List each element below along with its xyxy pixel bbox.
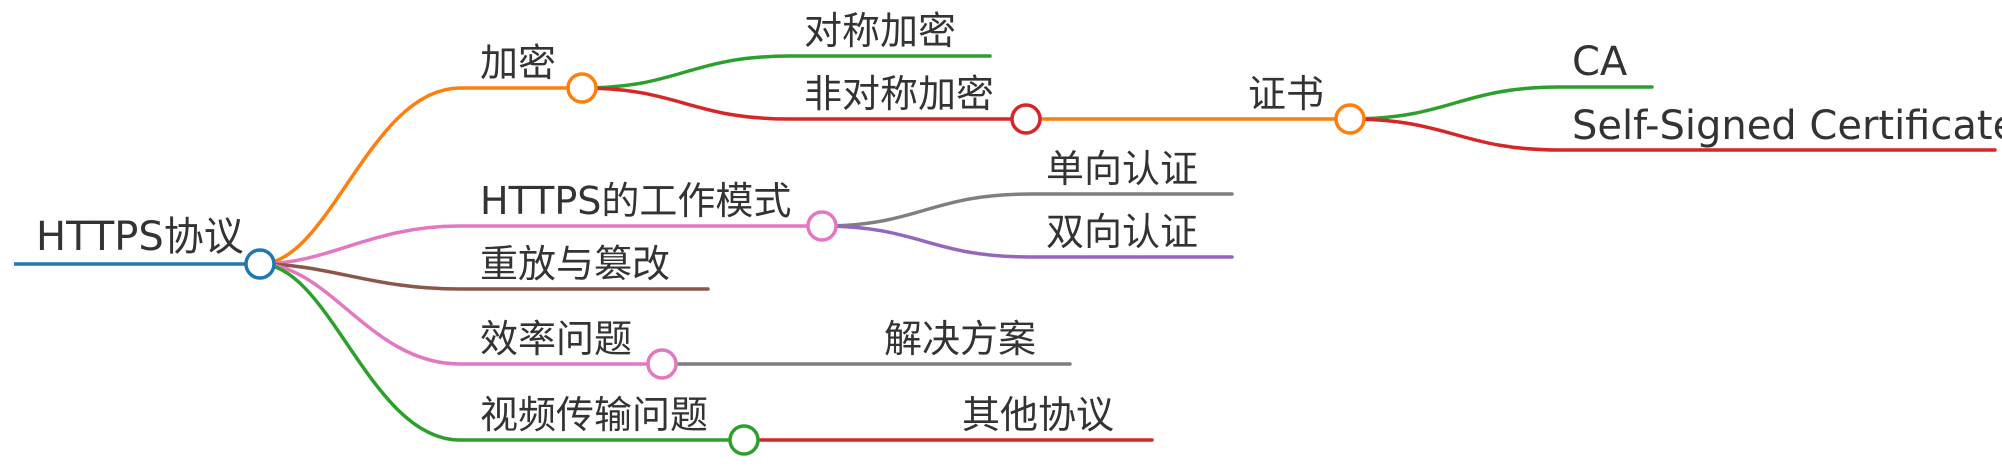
root-toggle-circle[interactable]	[244, 248, 276, 280]
branch-certificate-selfsigned	[1348, 117, 1997, 152]
branch-root-video	[258, 262, 746, 442]
branch-workmodes-oneway	[820, 192, 1234, 228]
work-modes-toggle-circle[interactable]	[806, 210, 838, 242]
work-modes-label: HTTPS的工作模式	[480, 179, 791, 223]
solution-label: 解决方案	[884, 317, 1036, 361]
root-label: HTTPS协议	[36, 214, 244, 260]
one-way-label: 单向认证	[1046, 147, 1198, 191]
branch-encryption-symmetric	[580, 54, 992, 90]
certificate-toggle-circle[interactable]	[1334, 103, 1366, 135]
ca-label: CA	[1572, 39, 1628, 85]
video-toggle-circle[interactable]	[728, 424, 760, 456]
video-label: 视频传输问题	[480, 393, 708, 437]
branch-encryption-asymmetric	[580, 86, 1028, 121]
certificate-label: 证书	[1248, 72, 1324, 116]
branch-root-efficiency	[258, 262, 664, 366]
encryption-label: 加密	[480, 41, 556, 85]
symmetric-label: 对称加密	[804, 9, 956, 53]
asymmetric-label: 非对称加密	[804, 72, 994, 116]
branch-root-replay	[258, 262, 710, 291]
two-way-label: 双向认证	[1046, 210, 1198, 254]
efficiency-toggle-circle[interactable]	[646, 348, 678, 380]
efficiency-label: 效率问题	[480, 317, 632, 361]
asymmetric-toggle-circle[interactable]	[1010, 103, 1042, 135]
encryption-toggle-circle[interactable]	[566, 72, 598, 104]
branch-root-workmodes	[258, 224, 824, 266]
self-signed-label: Self-Signed Certificate	[1572, 103, 2002, 149]
other-protocols-label: 其他协议	[962, 393, 1114, 437]
branch-certificate-ca	[1348, 85, 1654, 121]
replay-label: 重放与篡改	[480, 242, 670, 286]
branch-root-encryption	[258, 86, 584, 266]
branch-workmodes-twoway	[820, 224, 1234, 259]
